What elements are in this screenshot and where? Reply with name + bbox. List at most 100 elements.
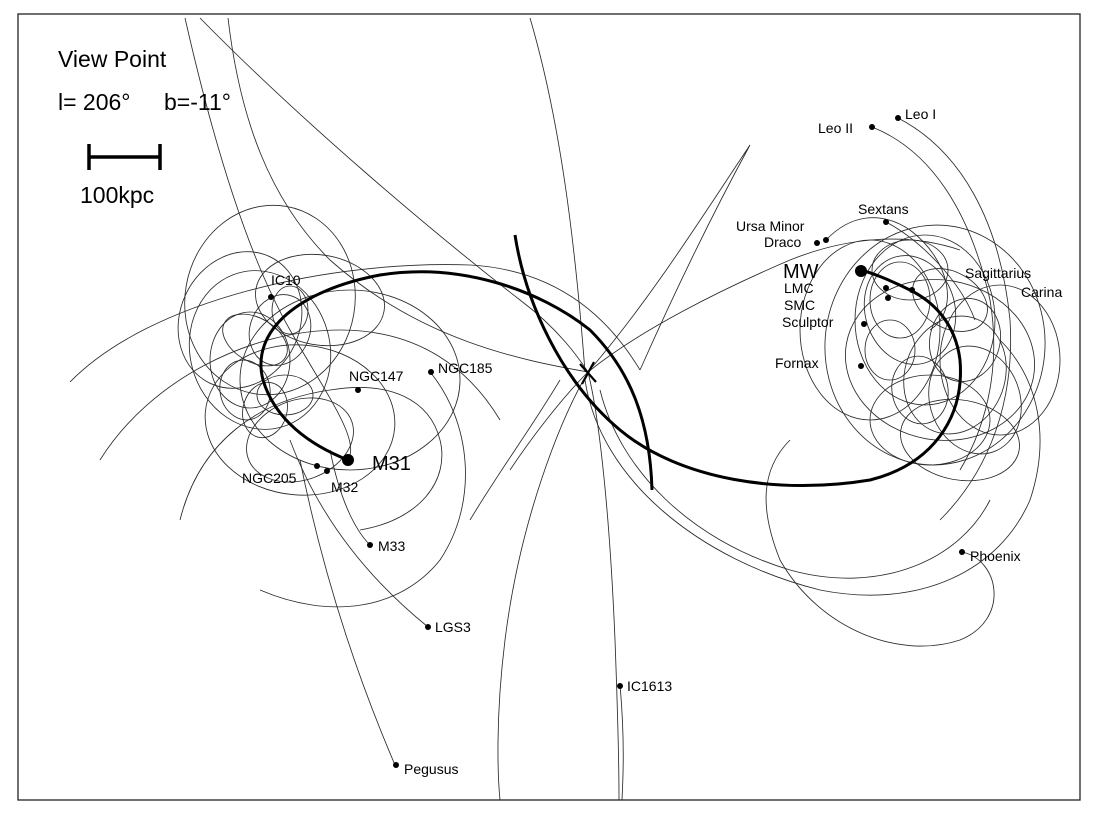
- orbit-loop: [271, 285, 309, 335]
- orbit-trajectory: [69, 264, 641, 383]
- leo-i-dot: [895, 115, 901, 121]
- center-of-mass-cross: [579, 361, 597, 385]
- fornax-label: Fornax: [775, 355, 819, 371]
- orbit-trajectory: [885, 221, 976, 321]
- ursa-minor-dot: [823, 237, 829, 243]
- orbit-loop: [184, 204, 356, 396]
- ic10-label: IC10: [271, 272, 301, 288]
- orbit-trajectory: [897, 117, 1012, 521]
- sculptor-label: Sculptor: [782, 314, 834, 330]
- scale-label: 100kpc: [80, 182, 154, 208]
- leo-ii-dot: [869, 124, 875, 130]
- ic1613-label: IC1613: [627, 678, 672, 694]
- sagittarius-dot: [909, 287, 915, 293]
- ngc185-label: NGC185: [438, 360, 493, 376]
- plot-frame: [17, 13, 1081, 801]
- orbit-loop: [239, 289, 461, 471]
- orbit-loop: [912, 268, 988, 332]
- orbit-loop: [204, 344, 396, 496]
- lmc-dot: [883, 285, 889, 291]
- orbit-loop: [824, 224, 1046, 466]
- lmc-label: LMC: [784, 280, 814, 296]
- ic10-dot: [268, 294, 274, 300]
- orbit-loop: [256, 374, 314, 416]
- orbit-loop: [844, 279, 1036, 441]
- orbit-loop: [248, 294, 312, 366]
- pegusus-label: Pegusus: [404, 761, 458, 777]
- m32-label: M32: [331, 479, 358, 495]
- orbit-loop: [869, 374, 991, 466]
- m31-mw-main-orbit: [513, 234, 962, 488]
- orbit-trajectory: [329, 449, 371, 546]
- phoenix-label: Phoenix: [970, 548, 1021, 564]
- orbit-loop: [929, 298, 1001, 382]
- mw-dot: [855, 265, 867, 277]
- orbit-loop: [928, 345, 1022, 455]
- orbit-trajectory: [871, 126, 995, 471]
- orbit-trajectory: [299, 459, 396, 766]
- orbit-loop: [219, 359, 271, 421]
- ic1613-dot: [617, 683, 623, 689]
- orbit-trajectory: [509, 371, 589, 471]
- mw-label: MW: [783, 261, 819, 283]
- m31-orbit-loops: [177, 204, 461, 496]
- orbit-loop: [869, 261, 931, 339]
- sculptor-dot: [861, 321, 867, 327]
- phoenix-dot: [959, 549, 965, 555]
- mw-orbit-loops: [799, 224, 1061, 482]
- smc-dot: [885, 295, 891, 301]
- view-point-b-coord: b=-11°: [164, 89, 231, 115]
- scale-bar: [87, 144, 162, 170]
- orbit-group: [69, 17, 1061, 800]
- orbit-trajectory: [99, 329, 501, 461]
- orbit-loop: [903, 315, 1007, 435]
- orbit-trajectory: [199, 17, 589, 373]
- view-point-title: View Point: [58, 46, 167, 72]
- orbit-loop: [209, 311, 291, 409]
- lgs3-label: LGS3: [435, 619, 471, 635]
- orbit-loop: [939, 284, 1061, 436]
- m33-label: M33: [378, 538, 405, 554]
- orbit-trajectory: [584, 339, 1041, 596]
- orbit-trajectory: [765, 439, 995, 647]
- leo-i-label: Leo I: [905, 106, 936, 122]
- orbit-trajectory: [289, 439, 429, 628]
- orbit-loop: [246, 397, 354, 483]
- orbit-trajectory: [587, 238, 961, 373]
- orbit-trajectory: [599, 389, 991, 579]
- sagittarius-label: Sagittarius: [965, 265, 1031, 281]
- orbit-trajectory: [529, 17, 586, 373]
- galaxy-markers: M31 MW M32 NGC205 NGC147 NGC185 IC10 M33…: [242, 106, 1062, 777]
- orbit-loop: [188, 270, 332, 430]
- pegusus-dot: [393, 762, 399, 768]
- ngc205-dot: [314, 463, 320, 469]
- ngc185-dot: [428, 369, 434, 375]
- m33-dot: [367, 542, 373, 548]
- orbit-trajectory: [825, 217, 948, 331]
- ngc147-dot: [355, 387, 361, 393]
- sextans-label: Sextans: [858, 201, 909, 217]
- orbit-loop: [900, 398, 1020, 482]
- orbit-loop: [863, 255, 957, 365]
- orbit-loop: [864, 319, 916, 381]
- draco-label: Draco: [764, 234, 802, 250]
- orbit-trajectory: [619, 684, 624, 800]
- sextans-dot: [883, 219, 889, 225]
- orbit-loop: [222, 313, 288, 367]
- orbit-loop: [891, 355, 949, 425]
- ursa-minor-label: Ursa Minor: [736, 218, 805, 234]
- orbit-trajectory: [179, 387, 443, 531]
- orbit-trajectory: [497, 371, 589, 800]
- m31-dot: [342, 454, 354, 466]
- orbit-trajectory: [259, 371, 466, 608]
- leo-ii-label: Leo II: [818, 120, 853, 136]
- m32-dot: [324, 468, 330, 474]
- orbit-trajectory: [227, 17, 589, 373]
- m31-mw-main-orbit: [259, 270, 654, 491]
- orbit-trajectory: [184, 17, 352, 461]
- ngc205-label: NGC205: [242, 470, 297, 486]
- orbit-trajectory: [587, 144, 751, 373]
- ngc147-label: NGC147: [349, 368, 404, 384]
- smc-label: SMC: [784, 297, 815, 313]
